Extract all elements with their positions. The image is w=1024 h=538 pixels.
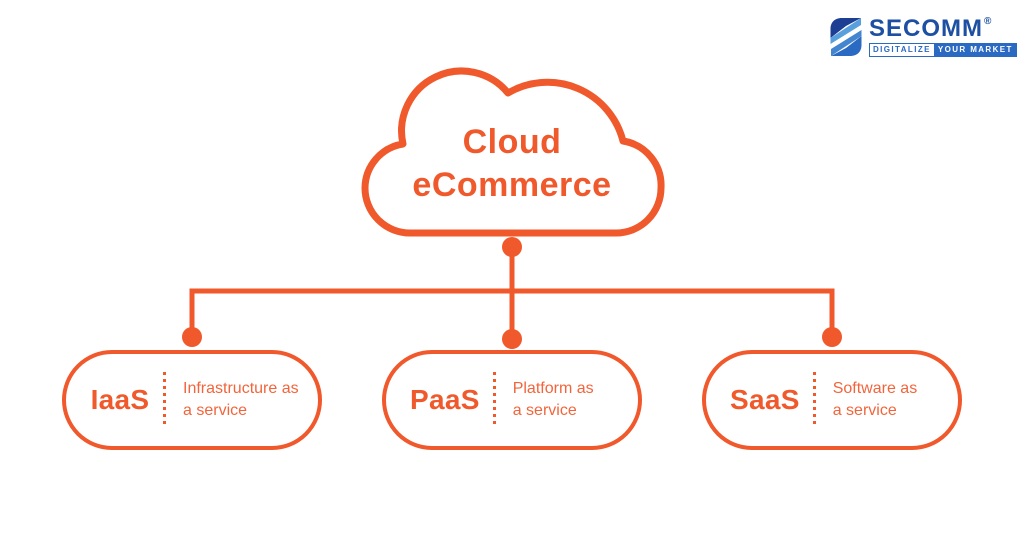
logo-text-column: SECOMM ® DIGITALIZE YOUR MARKET (869, 17, 1017, 57)
registered-trademark-symbol: ® (984, 16, 992, 27)
tagline-digitalize: DIGITALIZE (869, 43, 935, 57)
node-desc-line2: a service (832, 402, 897, 419)
logo-wordline: SECOMM ® (869, 17, 1017, 41)
node-abbr-iaas: IaaS (90, 384, 150, 415)
cloud-title: Cloud eCommerce (412, 123, 612, 204)
dotted-divider (163, 372, 166, 428)
node-desc-paas: Platform as a service (513, 378, 594, 422)
node-desc-line1: Infrastructure as (183, 380, 299, 397)
dotted-divider (492, 372, 496, 428)
node-desc-line1: Platform as (512, 380, 594, 397)
node-desc-line2: a service (183, 402, 248, 419)
connector-dots (182, 237, 842, 349)
node-box-saas: SaaS Software as a service (702, 350, 962, 450)
connector-lines (189, 246, 835, 339)
logo-wordmark: SECOMM (869, 15, 983, 42)
logo-tagline: DIGITALIZE YOUR MARKET (869, 43, 1017, 57)
node-desc-line1: Software as (832, 380, 918, 397)
node-box-paas: PaaS Platform as a service (382, 350, 642, 450)
node-abbr-saas: SaaS (730, 384, 800, 415)
secomm-logo: SECOMM ® DIGITALIZE YOUR MARKET (829, 17, 1017, 57)
connector-dot-right (822, 327, 842, 347)
node-desc-iaas: Infrastructure as a service (183, 378, 299, 422)
node-abbr-paas: PaaS (410, 384, 480, 415)
secomm-s-mark-icon (830, 18, 862, 56)
node-desc-line2: a service (512, 402, 577, 419)
connector-dot-left (182, 327, 202, 347)
connector-dot-center (502, 329, 522, 349)
dotted-divider (812, 372, 816, 428)
tagline-your-market: YOUR MARKET (934, 43, 1017, 57)
node-desc-saas: Software as a service (833, 378, 917, 422)
node-box-iaas: IaaS Infrastructure as a service (62, 350, 322, 450)
connector-dot-cloud (502, 237, 522, 257)
cloud-outline-icon (361, 67, 665, 237)
